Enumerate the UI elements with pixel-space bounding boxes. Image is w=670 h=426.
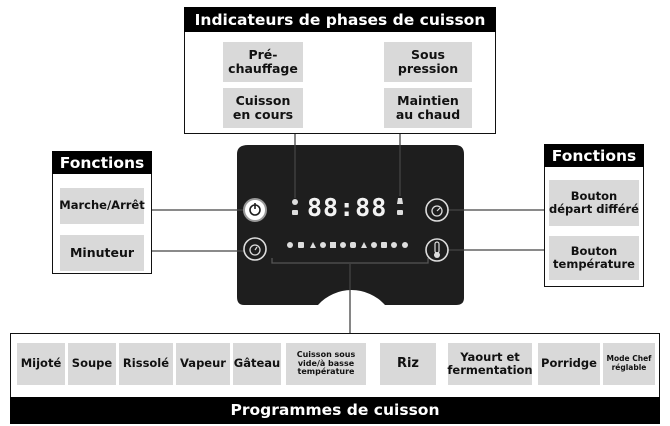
steam-icon — [320, 242, 326, 248]
program-soupe[interactable]: Soupe — [68, 343, 116, 385]
temperature-button[interactable] — [425, 238, 449, 262]
sous-vide-icon — [340, 242, 346, 248]
program-chef-mode[interactable]: Mode Chef réglable — [603, 343, 655, 385]
phase-pressure-label: Sous pression — [384, 42, 472, 82]
program-rissole[interactable]: Rissolé — [119, 343, 173, 385]
phase-cooking-label: Cuisson en cours — [223, 88, 303, 128]
phase-keep-warm-label: Maintien au chaud — [384, 88, 472, 128]
phases-title: Indicateurs de phases de cuisson — [184, 7, 496, 33]
programs-title: Programmes de cuisson — [10, 397, 660, 424]
program-sous-vide[interactable]: Cuisson sous vide/à basse température — [286, 343, 366, 385]
simmer-icon — [287, 242, 293, 248]
right-functions-title: Fonctions — [544, 144, 644, 168]
chef-mode-icon — [381, 242, 387, 248]
cake-icon — [330, 242, 336, 248]
program-porridge[interactable]: Porridge — [538, 343, 600, 385]
left-functions-title: Fonctions — [52, 151, 152, 175]
power-label: Marche/Arrêt — [59, 188, 145, 224]
program-gateau[interactable]: Gâteau — [233, 343, 281, 385]
yogurt-icon — [361, 242, 367, 248]
program-yaourt[interactable]: Yaourt et fermentation — [447, 343, 533, 385]
brown-icon — [310, 242, 316, 248]
pressure-indicator-icon — [397, 198, 403, 204]
preheat-indicator-icon — [292, 199, 298, 205]
extra-icon-2 — [402, 242, 408, 248]
delayed-start-button[interactable] — [425, 198, 449, 222]
control-panel — [237, 145, 464, 305]
program-icons-row — [287, 242, 408, 248]
digital-display: 88:88 — [307, 193, 388, 222]
extra-icon-1 — [391, 242, 397, 248]
phase-indicator-icons — [292, 198, 403, 215]
temperature-label: Bouton température — [549, 236, 639, 280]
keep-warm-indicator-icon — [397, 210, 403, 215]
soup-icon — [298, 242, 304, 248]
phase-preheat-label: Pré- chauffage — [223, 42, 303, 82]
program-vapeur[interactable]: Vapeur — [176, 343, 230, 385]
program-riz[interactable]: Riz — [380, 343, 436, 385]
timer-label: Minuteur — [60, 235, 144, 271]
power-button[interactable] — [243, 198, 267, 222]
timer-button[interactable] — [243, 237, 267, 261]
program-mijote[interactable]: Mijoté — [17, 343, 65, 385]
rice-icon — [350, 242, 356, 248]
porridge-icon — [371, 242, 377, 248]
cooking-indicator-icon — [292, 210, 298, 215]
delayed-start-label: Bouton départ différé — [549, 180, 639, 226]
